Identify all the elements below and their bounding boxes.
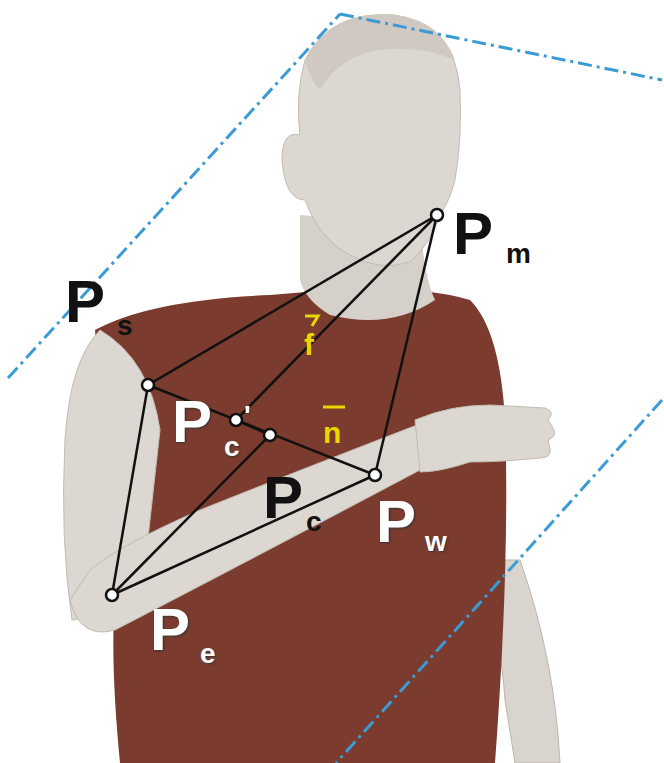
point-letter: P <box>150 600 190 660</box>
kinematic-lines <box>112 215 437 595</box>
hand <box>415 405 555 472</box>
vector-label: n <box>323 418 341 448</box>
point-subscript: m <box>506 240 531 268</box>
point-letter: P <box>453 204 493 264</box>
point-letter: P <box>376 492 416 552</box>
joint-points <box>106 209 443 601</box>
point-subscript: c <box>306 508 322 536</box>
torso-shirt <box>95 289 506 763</box>
vector-label: f <box>304 330 314 360</box>
point-subscript: w <box>425 528 447 556</box>
body-plane <box>8 14 662 763</box>
point-letter: P <box>65 272 105 332</box>
vector-marks <box>305 316 345 407</box>
point-subscript: e <box>200 640 216 668</box>
point-letter: P <box>172 392 212 452</box>
point-letter: P <box>263 468 303 528</box>
hair <box>305 15 455 90</box>
prime-mark: ' <box>244 402 251 430</box>
point-subscript: c <box>224 433 240 461</box>
point-subscript: s <box>117 312 133 340</box>
